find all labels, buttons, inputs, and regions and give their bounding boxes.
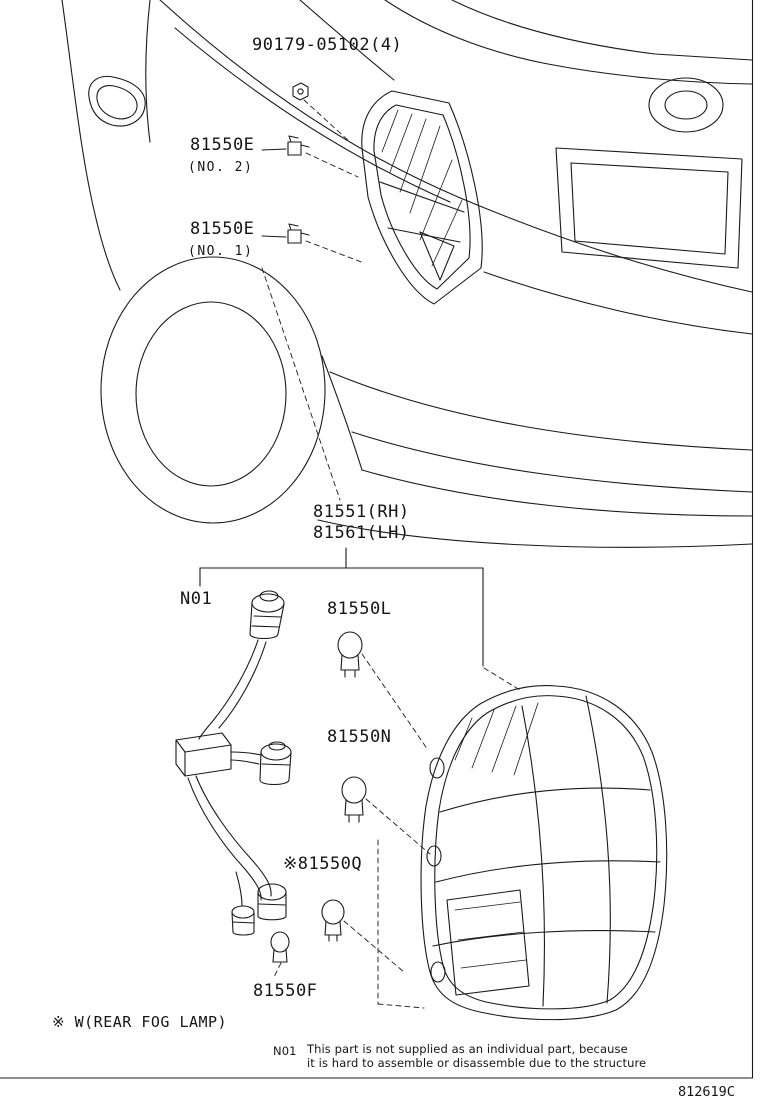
wire-harness: [175, 590, 292, 936]
part-label-bulb-q: ※81550Q: [283, 854, 363, 874]
socket-no1-part: [287, 223, 310, 244]
n01-footnote-code: N01: [273, 1044, 297, 1058]
figure-code: 812619C: [678, 1084, 735, 1100]
assembly-bracket: [199, 547, 484, 667]
part-label-bulb-f: 81550F: [253, 981, 318, 1001]
part-label-socket-no2-qualifier: (NO. 2): [188, 160, 254, 175]
part-label-lamp-rh: 81551(RH): [313, 502, 410, 522]
fog-lamp-footnote: ※ W(REAR FOG LAMP): [52, 1013, 228, 1031]
socket-no2-part: [287, 135, 310, 156]
part-label-bulb-l: 81550L: [327, 599, 392, 619]
part-label-lamp-lh: 81561(LH): [313, 523, 410, 543]
harness-ref-label: N01: [180, 589, 213, 609]
part-label-socket-no1-qualifier: (NO. 1): [188, 244, 254, 259]
n01-footnote-line2: it is hard to assemble or disassemble du…: [307, 1056, 647, 1070]
n01-footnote-line1: This part is not supplied as an individu…: [307, 1042, 628, 1056]
part-label-socket-no1: 81550E: [190, 219, 255, 239]
car-rear-quarter-view: [61, 0, 753, 548]
part-label-screw: 90179-05102(4): [252, 35, 403, 55]
tail-lamp-on-car: [361, 90, 483, 305]
page-frame: [0, 0, 754, 1079]
part-label-socket-no2: 81550E: [190, 135, 255, 155]
bulb-81550n-part: [341, 776, 367, 823]
screw-grommet-part: [292, 82, 309, 101]
bulb-81550f-part: [270, 931, 290, 963]
bulb-81550l-part: [337, 631, 363, 678]
bulb-81550q-part: [321, 899, 345, 942]
leader-lines: [261, 99, 521, 691]
tail-lamp-unit-exploded: [420, 685, 668, 1021]
part-label-bulb-n: 81550N: [327, 727, 392, 747]
bulb-leader-lines: [272, 653, 431, 1009]
